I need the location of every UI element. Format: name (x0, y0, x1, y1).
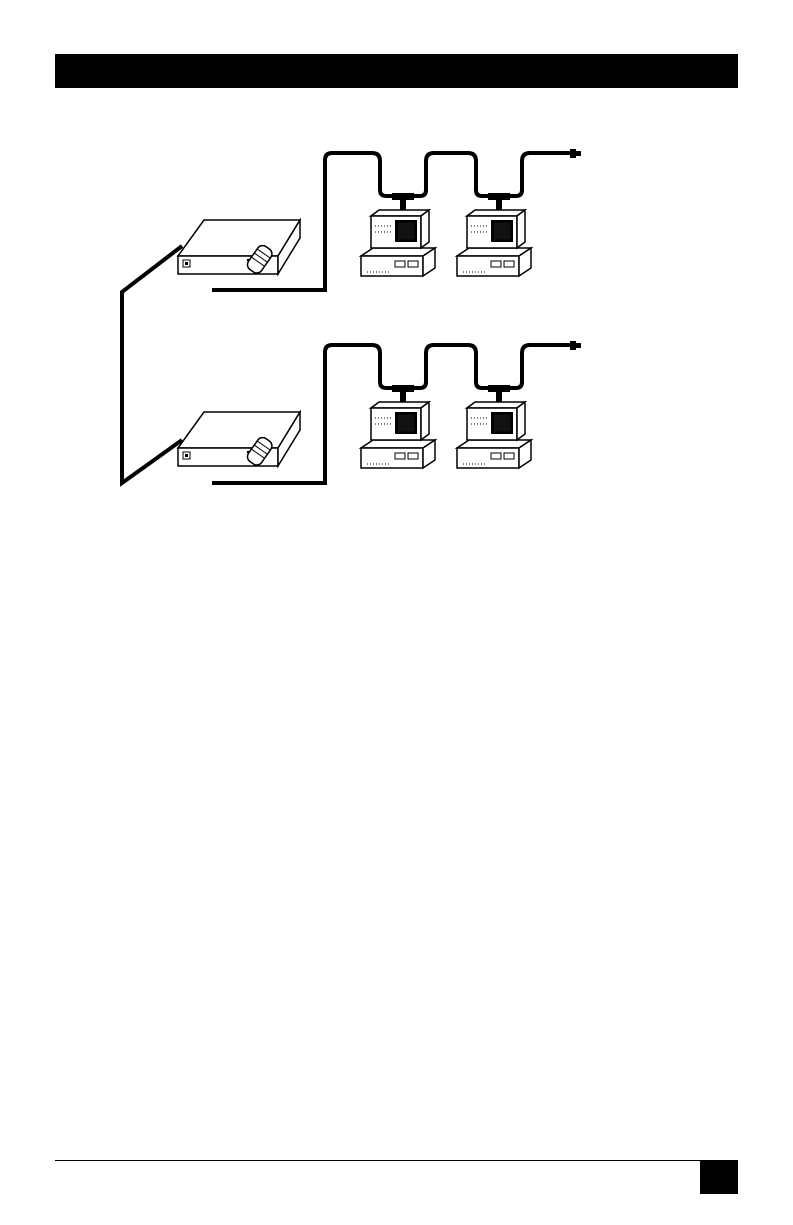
workstation-icon (457, 402, 531, 468)
segment-1 (178, 149, 581, 290)
workstation-icon (457, 210, 531, 276)
workstation-icon (361, 210, 435, 276)
segment-2 (178, 341, 581, 483)
network-diagram (0, 0, 793, 520)
t-connector-icon (392, 385, 414, 402)
t-connector-icon (392, 193, 414, 210)
t-connector-icon (488, 193, 510, 210)
terminator-icon (570, 341, 581, 350)
transceiver-icon (178, 412, 300, 466)
page-number-box (700, 1160, 738, 1194)
workstation-icon (361, 402, 435, 468)
terminator-icon (570, 149, 581, 158)
transceiver-icon (178, 220, 300, 274)
twisted-pair-link-cable (122, 246, 182, 483)
t-connector-icon (488, 385, 510, 402)
footer-rule (55, 1160, 738, 1161)
